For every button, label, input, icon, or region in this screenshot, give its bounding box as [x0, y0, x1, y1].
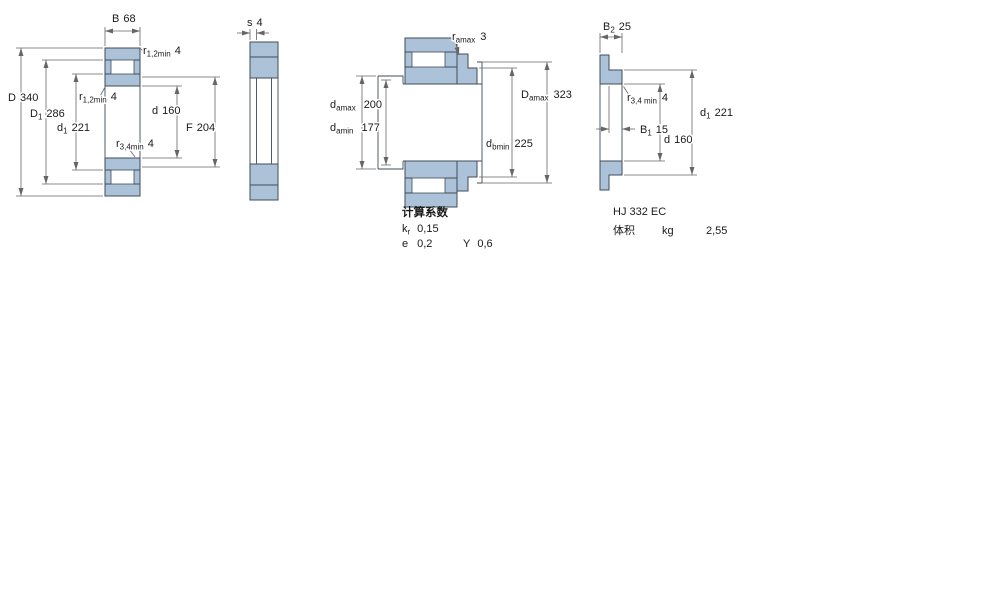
- upper-roller: [411, 51, 446, 68]
- product-mass-label: 体积: [613, 223, 635, 237]
- ring-bottom-section: [249, 163, 279, 201]
- product-info: HJ 332 EC 体积 kg 2,55: [613, 206, 727, 237]
- ring-top-section: [249, 41, 279, 79]
- shaft-and-housing-outline: [377, 61, 483, 184]
- view1-part-geometry: [104, 47, 141, 197]
- hj-bottom-section: [599, 160, 623, 191]
- hj-top-section: [599, 54, 623, 85]
- view1-dimension-lines: [16, 27, 220, 197]
- extension-lines: [599, 33, 697, 176]
- hj-ring-top-section: [456, 53, 478, 85]
- product-mass-value: 2,55: [706, 225, 727, 237]
- extension-lines: [16, 27, 220, 197]
- view2-dimension-lines: [237, 29, 269, 40]
- upper-roller: [110, 59, 135, 75]
- hj-ring-bottom-section: [456, 160, 478, 192]
- ring-profile-lines: [249, 56, 279, 186]
- view4-dimension-lines: [596, 33, 697, 176]
- view2-part-geometry: [249, 41, 279, 201]
- ring-detail-lines: [104, 59, 141, 185]
- ring-detail-lines: [405, 51, 457, 194]
- extension-lines: [249, 29, 257, 40]
- product-mass-unit: kg: [662, 225, 674, 237]
- calc-title: 计算系数: [402, 205, 448, 219]
- product-designation: HJ 332 EC: [613, 206, 666, 218]
- view4-part-geometry: [599, 54, 623, 191]
- leader-ra: [454, 43, 460, 56]
- lower-roller: [110, 169, 135, 185]
- lower-roller: [411, 177, 446, 194]
- bore-lines: [599, 84, 623, 161]
- view3-dimension-lines: [356, 43, 552, 184]
- view3-part-geometry: [377, 37, 483, 208]
